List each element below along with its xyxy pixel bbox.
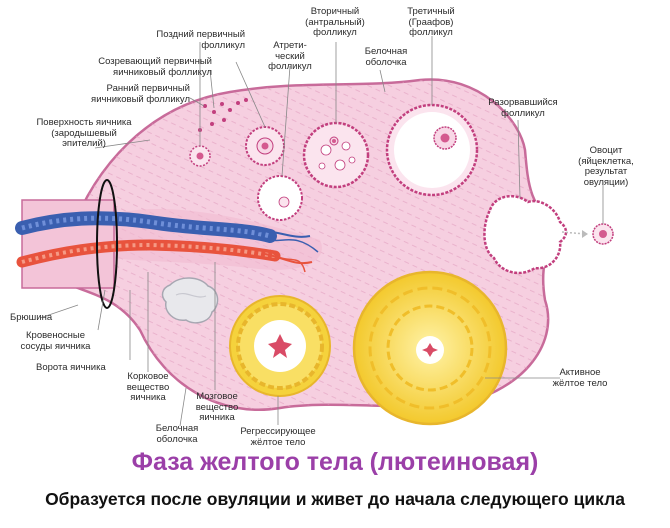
label-early-primary-follicle: Ранний первичный яичниковый фолликул bbox=[91, 83, 190, 105]
regressing-corpus-luteum bbox=[229, 295, 331, 397]
tertiary-graafian-follicle bbox=[385, 103, 479, 197]
label-atretic-follicle: Атрети- ческий фолликул bbox=[268, 40, 312, 72]
secondary-antral-follicle bbox=[302, 121, 370, 189]
label-secondary-follicle: Вторичный (антральный) фолликул bbox=[305, 6, 365, 38]
ovarian-hilum-vessels bbox=[15, 179, 319, 309]
label-ovarian-medulla: Мозговое вещество яичника bbox=[195, 391, 239, 423]
label-ruptured-follicle: Разорвавшийся фолликул bbox=[488, 97, 558, 119]
label-ovary-surface: Поверхность яичника (зародышевый эпители… bbox=[36, 117, 132, 149]
leader-lines bbox=[39, 36, 604, 427]
corpus-albicans bbox=[161, 277, 219, 324]
label-regressing-corpus-luteum: Регрессирующее жёлтое тело bbox=[240, 426, 316, 448]
late-primary-follicle bbox=[189, 145, 211, 167]
page-title: Фаза желтого тела (лютеиновая) bbox=[131, 448, 539, 476]
oocyte bbox=[592, 223, 614, 245]
label-tunica-albuginea-top: Белочная оболочка bbox=[364, 46, 408, 68]
atretic-follicle bbox=[257, 175, 303, 221]
maturing-primary-follicle bbox=[245, 126, 285, 166]
page-subtitle: Образуется после овуляции и живет до нач… bbox=[45, 489, 625, 509]
ruptured-follicle bbox=[483, 194, 588, 275]
label-active-corpus-luteum: Активное жёлтое тело bbox=[552, 367, 608, 389]
label-peritoneum: Брюшина bbox=[10, 312, 53, 323]
label-ovarian-cortex: Корковое вещество яичника bbox=[126, 371, 170, 403]
early-primordial-follicles bbox=[198, 98, 248, 132]
label-graafian-follicle: Третичный (Граафов) фолликул bbox=[407, 6, 455, 38]
label-late-primary-follicle: Поздний первичный фолликул bbox=[156, 29, 245, 51]
label-ovarian-blood-vessels: Кровеносные сосуды яичника bbox=[20, 330, 91, 352]
label-ovarian-hilum: Ворота яичника bbox=[36, 362, 106, 373]
label-oocyte: Овоцит (яйцеклетка, результат овуляции) bbox=[578, 145, 634, 188]
active-corpus-luteum bbox=[352, 270, 508, 426]
label-maturing-primary-follicle: Созревающий первичный яичниковый фоллику… bbox=[98, 56, 212, 78]
label-tunica-albuginea-bottom: Белочная оболочка bbox=[155, 423, 199, 445]
